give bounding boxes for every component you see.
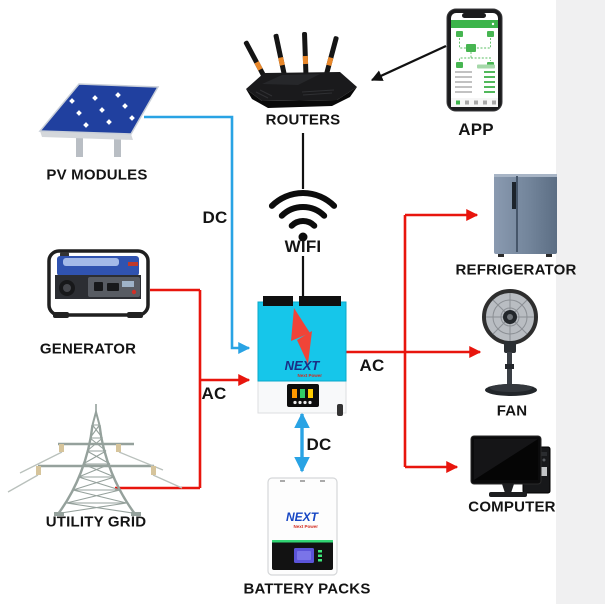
label-fan: FAN — [496, 402, 528, 420]
label-pv-modules: PV MODULES — [46, 166, 148, 184]
label-utility-grid: UTILITY GRID — [45, 513, 147, 531]
label-generator: GENERATOR — [39, 340, 137, 358]
refrigerator-illustration — [494, 174, 557, 257]
inverter-logo-sub: Next Power — [297, 373, 322, 378]
router-illustration — [243, 32, 357, 108]
label-computer: COMPUTER — [468, 498, 556, 516]
computer-illustration — [470, 435, 551, 497]
label-battery-packs: BATTERY PACKS — [243, 580, 371, 598]
label-wifi: WIFI — [284, 237, 322, 256]
pv-modules-illustration — [38, 83, 160, 157]
battery-logo: NEXT — [286, 510, 320, 524]
inverter-logo: NEXT — [285, 358, 321, 373]
fan-illustration — [482, 289, 538, 396]
inverter-illustration: NEXT Next Power — [257, 296, 347, 416]
label-ac-input: AC — [201, 384, 227, 403]
label-ac-output: AC — [359, 356, 385, 375]
generator-illustration — [47, 249, 150, 318]
ac-output-lines — [346, 209, 482, 473]
label-dc-battery: DC — [306, 435, 332, 454]
wifi-icon — [268, 190, 338, 242]
battery-illustration: NEXT Next Power — [267, 477, 338, 576]
label-app: APP — [458, 120, 494, 139]
utility-grid-illustration — [7, 404, 183, 516]
label-refrigerator: REFRIGERATOR — [455, 261, 577, 279]
ac-input-lines — [115, 288, 251, 490]
app-phone-illustration — [446, 8, 503, 112]
dc-line-pv-to-inverter — [144, 115, 251, 354]
label-routers: ROUTERS — [265, 111, 341, 129]
page-edge-band — [556, 0, 605, 604]
label-dc-pv: DC — [202, 208, 228, 227]
battery-logo-sub: Next Power — [293, 524, 318, 529]
app-to-router-arrow — [370, 45, 447, 81]
